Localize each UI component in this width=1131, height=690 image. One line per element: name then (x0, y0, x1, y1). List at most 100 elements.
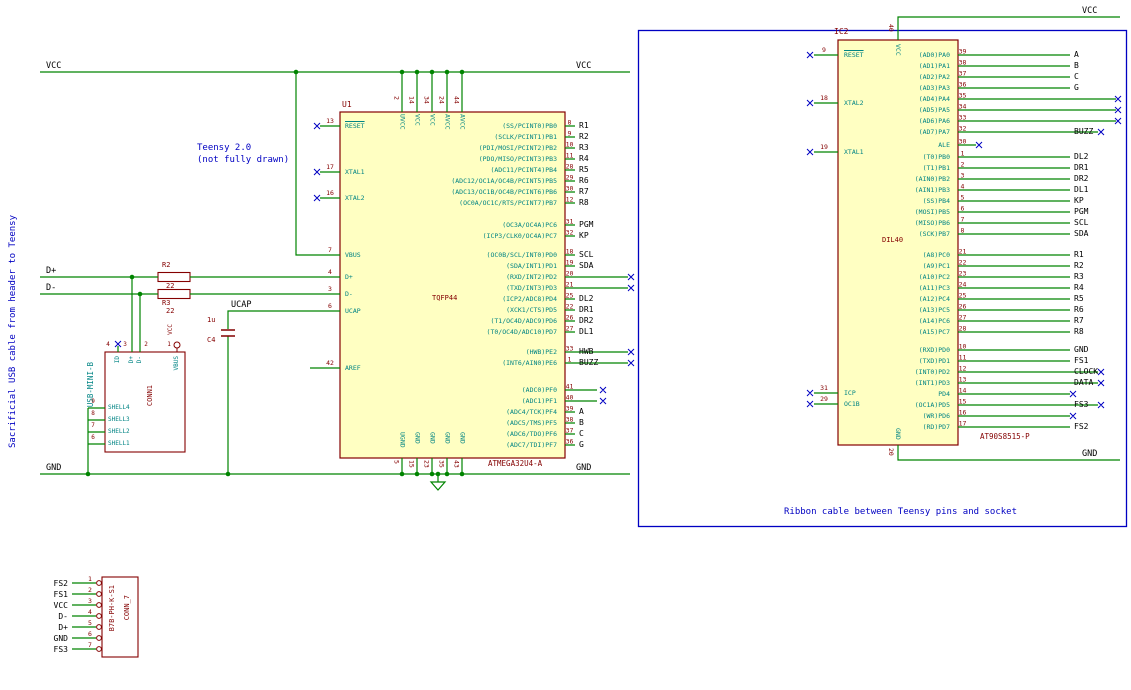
ic2-pc-pin-num: 25 (958, 291, 967, 299)
u1-pb-net-label: R2 (579, 131, 589, 141)
u1-top-pin-name: VCC (428, 114, 437, 126)
ucap-net-label: UCAP (231, 300, 252, 310)
u1-pf-net-label: A (579, 406, 584, 416)
u1-pd-pin-name: (XCK1/CTS)PD5 (506, 305, 557, 314)
u1-pd-net-label: SDA (579, 260, 594, 270)
u1-pb-pin-name: (ADC13/OC1B/OC4B/PCINT6)PB6 (451, 187, 557, 196)
u1-pin-ucap-name: UCAP (345, 307, 361, 315)
u1-pb-pin-num: 10 (565, 140, 574, 148)
u1-top-pin-name: VCC (413, 114, 422, 126)
ic2-pd-pin-name: (WR)PD6 (922, 411, 950, 420)
u1-pd-pin-num: 19 (565, 258, 574, 266)
u1-pd-pin-num: 27 (565, 324, 574, 332)
ic2-pa-pin-name: (AD4)PA4 (918, 94, 950, 103)
conn1-shell-pin-num: 8 (91, 410, 95, 417)
u1-pd-pin-num: 20 (565, 269, 574, 277)
u1-pc-pin-num: 31 (565, 217, 574, 225)
u1-top-pin-name: UVCC (398, 114, 407, 130)
ic2-pa-net-label: A (1074, 49, 1079, 59)
u1-pf-pin-num: 36 (565, 437, 574, 445)
ic2-ale-pin-name: ALE (938, 140, 950, 149)
u1-pf-pin-name: (ADC4/TCK)PF4 (506, 407, 557, 416)
u1-pf-pin-num: 40 (565, 393, 574, 401)
ic2-pc-pin-name: (A10)PC2 (918, 272, 950, 281)
r2-value: 22 (166, 282, 175, 290)
u1-bottom-pin-num: 35 (437, 460, 446, 468)
ic2-pa-net-label (1074, 115, 1129, 126)
u1-pf-net-label: C (579, 428, 584, 438)
ic2-pb-net-label: DR1 (1074, 162, 1089, 172)
ic2-pd-net-label (1074, 410, 1129, 421)
u1-pin-xtal1-num: 17 (326, 163, 334, 171)
r3-value: 22 (166, 307, 175, 315)
vcc-power-symbol-icon (173, 341, 181, 349)
ic2-pb-net-label: KP (1074, 195, 1084, 205)
ic2-pa-net-label (1074, 104, 1129, 115)
ic2-pb-pin-name: (MOSI)PB5 (914, 207, 950, 216)
ic2-pc-net-label: R6 (1074, 304, 1084, 314)
u1-pb-pin-num: 9 (567, 129, 572, 137)
u1-pd-names: (OC0B/SCL/INT0)PD0(SDA/INT1)PD1(RXD/INT2… (352, 250, 557, 338)
u1-pd-pin-num: 25 (565, 291, 574, 299)
ic2-value: AT90S8515-P (980, 432, 1030, 441)
conn7-pin-num: 3 (88, 596, 92, 605)
u1-pin-ucap-num: 6 (328, 302, 332, 310)
ic2-pd-pin-num: 16 (958, 408, 967, 416)
conn1-shell-pin-num: 7 (91, 422, 95, 429)
u1-pb-net-label: R5 (579, 164, 589, 174)
ic2-pc-net-label: R2 (1074, 260, 1084, 270)
ic2-pd-net-label: FS3 (1074, 399, 1089, 409)
left-vertical-note: Sacrificial USB cable from header to Tee… (8, 215, 18, 448)
ic2-pa-pin-name: (AD0)PA0 (918, 50, 950, 59)
ic2-pc-pin-num: 26 (958, 302, 967, 310)
ic2-pin-oc1b-num: 29 (820, 395, 828, 403)
ic2-pb-pin-num: 3 (960, 171, 965, 179)
gnd-symbol-icon (429, 481, 447, 491)
ic2-footprint: DIL40 (882, 236, 904, 244)
u1-pd-net-label: SCL (579, 249, 594, 259)
wires-left-section (40, 71, 630, 650)
u1-pf-pin-name: (ADC5/TMS)PF5 (506, 418, 557, 427)
u1-top-pin-name: AVCC (443, 114, 452, 130)
u1-pc-pin-name: (OC3A/OC4A)PC6 (502, 220, 557, 229)
conn1-pin-dm-num: 2 (144, 341, 148, 348)
u1-pb-net-label: R3 (579, 142, 589, 152)
ic2-pb-pin-name: (SCK)PB7 (918, 229, 950, 238)
ic2-pd-pin-name: (RXD)PD0 (918, 345, 950, 354)
ic2-pb-pin-num: 1 (960, 149, 965, 157)
u1-value: ATMEGA32U4-A (488, 459, 543, 468)
u1-bottom-pin-num: 23 (422, 460, 431, 468)
ic2-pd-pin-num: 12 (958, 364, 967, 372)
ic2-pc-net-label: R4 (1074, 282, 1084, 292)
ic2-ale-pin-num: 30 (958, 137, 967, 145)
ic2-pc-pin-name: (A15)PC7 (918, 327, 950, 336)
ic2-pa-net-label (1074, 93, 1129, 104)
ic2-pb-pin-num: 8 (960, 226, 965, 234)
gnd-label-right: GND (576, 463, 592, 473)
conn1-shell-pin-name: SHELL4 (108, 404, 130, 411)
ic2-pd-pin-num: 13 (958, 375, 967, 383)
r3-ref: R3 (162, 299, 171, 307)
ic2-ale-num: 30 (954, 137, 971, 151)
u1-pb-net-label: R7 (579, 186, 589, 196)
conn7-pin-num: 2 (88, 585, 92, 594)
ic2-pc-pin-name: (A9)PC1 (922, 261, 950, 270)
ic2-pb-pin-num: 4 (960, 182, 965, 190)
conn7-net-label: D- (58, 611, 68, 621)
u1-pf-pin-name: (ADC0)PF0 (521, 385, 557, 394)
junction-dots (85, 69, 465, 477)
conn7-net-label: D+ (58, 622, 68, 632)
ic2-pin-xtal2-name: XTAL2 (844, 99, 864, 107)
ic2-pc-net-label: R1 (1074, 249, 1084, 259)
ic2-pa-net-label: BUZZ (1074, 126, 1094, 136)
u1-pb-pin-num: 12 (565, 195, 574, 203)
ic2-pa-net-label: C (1074, 71, 1079, 81)
